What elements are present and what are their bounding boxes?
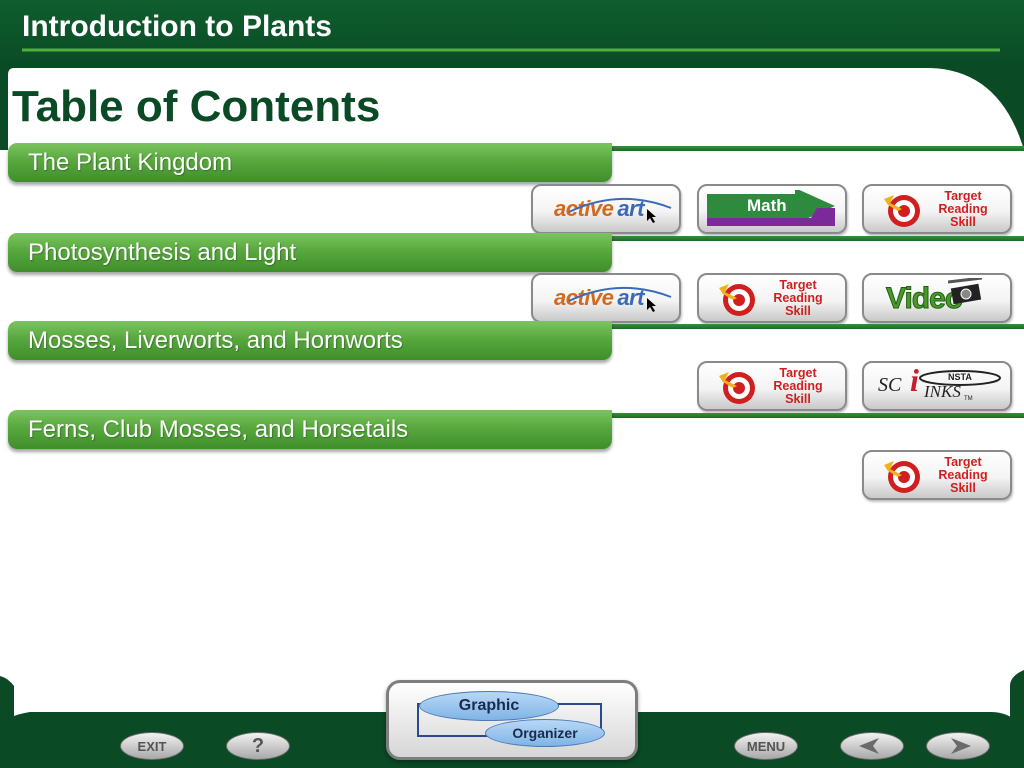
scilinks-logo: SC i INKS TM NSTA [872,362,1002,406]
menu-label: MENU [746,738,786,754]
menu-button[interactable]: MENU [734,732,798,760]
section-label: The Plant Kingdom [28,148,233,176]
trs-line-2: Reading [938,467,988,482]
next-button[interactable] [926,732,990,760]
page-title: Table of Contents [12,82,381,131]
section-divider [610,146,1024,151]
section-divider [610,236,1024,241]
section-link-photosynthesis[interactable]: Photosynthesis and Light [8,233,612,272]
video-label: Video [885,282,963,316]
section-link-ferns[interactable]: Ferns, Club Mosses, and Horsetails [8,410,612,449]
trs-line-1: Target [944,188,982,203]
help-label: ? [251,734,265,757]
target-icon [884,195,920,227]
trs-line-3: Skill [950,480,976,495]
trs-line-1: Target [779,365,817,380]
video-button[interactable]: Video [862,273,1012,323]
scilinks-tm: TM [964,396,973,402]
graphic-organizer-line-1: Graphic [419,691,559,721]
graphic-organizer-button[interactable]: Graphic Organizer [386,680,638,760]
scilinks-nsta: NSTA [948,372,972,382]
active-art-arc-icon [568,286,672,302]
section-link-plant-kingdom[interactable]: The Plant Kingdom [8,143,612,182]
active-art-button[interactable]: active art [531,184,681,234]
trs-line-1: Target [944,454,982,469]
exit-button[interactable]: EXIT [120,732,184,760]
arrow-left-icon [859,738,879,754]
trs-line-2: Reading [773,378,823,393]
target-reading-skill-button[interactable]: Target Reading Skill [862,184,1012,234]
help-button[interactable]: ? [226,732,290,760]
trs-line-3: Skill [950,214,976,229]
target-reading-skill-button[interactable]: Target Reading Skill [697,361,847,411]
graphic-organizer-line-2: Organizer [485,719,605,747]
video-camera-icon [948,278,983,305]
section-label: Ferns, Club Mosses, and Horsetails [28,415,409,443]
scilinks-oval-icon [919,370,1001,386]
app-title: Introduction to Plants [22,10,332,43]
target-icon [884,461,920,493]
section-divider [610,324,1024,329]
section-link-mosses[interactable]: Mosses, Liverworts, and Hornworts [8,321,612,360]
arrow-right-icon [951,738,971,754]
target-icon [719,284,755,316]
scilinks-links: INKS [924,382,961,401]
exit-label: EXIT [137,738,167,754]
header-background [0,0,1024,150]
cursor-icon [647,298,656,312]
trs-line-2: Reading [773,290,823,305]
section-divider [610,413,1024,418]
trs-line-3: Skill [785,303,811,318]
target-reading-skill-button[interactable]: Target Reading Skill [862,450,1012,500]
trs-line-1: Target [779,277,817,292]
math-button[interactable]: Math [697,184,847,234]
active-art-button[interactable]: active art [531,273,681,323]
math-label: Math [747,196,787,215]
scilinks-sc: SC [878,374,902,396]
section-label: Mosses, Liverworts, and Hornworts [28,326,403,354]
previous-button[interactable] [840,732,904,760]
active-art-arc-icon [568,197,672,213]
cursor-icon [647,209,656,223]
trs-line-2: Reading [938,201,988,216]
scilinks-button[interactable]: SC i INKS TM NSTA [862,361,1012,411]
target-reading-skill-button[interactable]: Target Reading Skill [697,273,847,323]
section-label: Photosynthesis and Light [28,238,297,266]
scilinks-i: i [910,362,919,398]
trs-line-3: Skill [785,391,811,406]
target-icon [719,372,755,404]
math-arrow-icon: Math [707,190,837,228]
header: Introduction to Plants Table of Contents [0,0,1024,150]
